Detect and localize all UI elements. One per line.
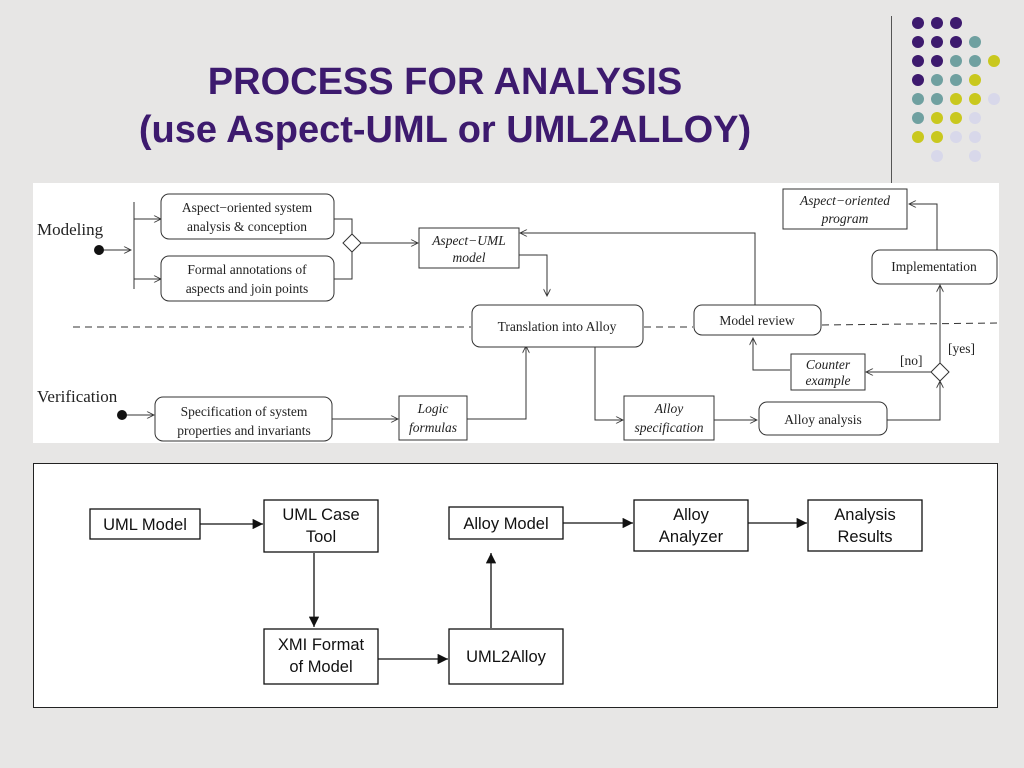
aspect-oriented-analysis-line-1: Aspect−oriented system: [182, 200, 313, 215]
dot-row-7: [912, 131, 981, 143]
alloy-analysis-box: [758, 401, 888, 436]
aspect-oriented-program-box: [782, 188, 908, 230]
flow-arrows: [200, 517, 807, 665]
counter-example-line-2: example: [806, 373, 851, 388]
model-review-box: [693, 304, 822, 336]
formal-annotations-box: [160, 255, 335, 302]
aspect-oriented-analysis-box: [160, 193, 335, 240]
alloy-analyzer-box: [633, 499, 749, 552]
counter-example-box: [790, 353, 866, 391]
dot-row-8: [931, 150, 981, 162]
specification-of-system-line-1: Specification of system: [181, 404, 308, 419]
aspect-uml-model-box: [418, 227, 520, 269]
analysis-results-line-1: Analysis: [834, 506, 895, 524]
implementation-box: [871, 249, 998, 285]
implementation-label: Implementation: [891, 259, 977, 274]
uml2alloy-box: [448, 628, 564, 685]
analysis-results-line-2: Results: [837, 528, 892, 546]
modeling-start-node: [94, 245, 104, 255]
logic-formulas-line-2: formulas: [409, 420, 457, 435]
dot-row-3: [912, 55, 1000, 67]
aspect-uml-process-diagram: Modeling Verification Aspect−oriented sy…: [33, 183, 999, 443]
alloy-model-box: [448, 506, 564, 540]
dot-row-1: [912, 17, 962, 29]
modeling-label: Modeling: [37, 220, 104, 239]
slide-title: PROCESS FOR ANALYSIS (use Aspect-UML or …: [60, 58, 830, 154]
yes-branch-label: [yes]: [948, 341, 975, 356]
alloy-analyzer-line-2: Analyzer: [659, 528, 724, 546]
verification-start-node: [117, 410, 127, 420]
dot-row-5: [912, 93, 1000, 105]
dot-row-6: [912, 112, 981, 124]
xmi-format-line-2: of Model: [289, 658, 352, 676]
xmi-format-box: [263, 628, 379, 685]
no-branch-label: [no]: [900, 353, 923, 368]
aspect-uml-model-line-1: Aspect−UML: [431, 233, 506, 248]
uml2alloy-flow-diagram: UML Model UML Case Tool XMI Format of Mo…: [33, 463, 998, 708]
verification-label: Verification: [37, 387, 118, 406]
alloy-specification-box: [623, 395, 715, 441]
logic-formulas-line-1: Logic: [417, 401, 449, 416]
connector-lines: [73, 202, 999, 420]
uml-model-label: UML Model: [103, 516, 187, 534]
slide-title-line-1: PROCESS FOR ANALYSIS: [207, 61, 683, 103]
alloy-analysis-label: Alloy analysis: [784, 412, 862, 427]
title-divider-line: [891, 16, 892, 184]
formal-annotations-line-2: aspects and join points: [186, 281, 309, 296]
counter-example-line-1: Counter: [806, 357, 851, 372]
logic-formulas-box: [398, 395, 468, 441]
alloy-model-label: Alloy Model: [463, 515, 548, 533]
specification-of-system-line-2: properties and invariants: [177, 423, 310, 438]
decision-diamond: [930, 362, 950, 382]
dot-row-4: [912, 74, 981, 86]
aspect-oriented-program-line-2: program: [821, 211, 869, 226]
uml-case-tool-line-1: UML Case: [282, 506, 359, 524]
uml-case-tool-line-2: Tool: [306, 528, 336, 546]
slide-title-line-2: (use Aspect-UML or UML2ALLOY): [138, 109, 752, 151]
xmi-format-line-1: XMI Format: [278, 636, 365, 654]
specification-of-system-box: [154, 396, 333, 442]
alloy-specification-line-2: specification: [635, 420, 704, 435]
uml2alloy-label: UML2Alloy: [466, 648, 547, 666]
uml-case-tool-box: [263, 499, 379, 553]
aspect-oriented-analysis-line-2: analysis & conception: [187, 219, 307, 234]
dot-row-2: [912, 36, 981, 48]
formal-annotations-line-1: Formal annotations of: [187, 262, 307, 277]
model-review-label: Model review: [719, 313, 795, 328]
translation-into-alloy-label: Translation into Alloy: [498, 319, 617, 334]
aspect-uml-model-line-2: model: [453, 250, 486, 265]
translation-into-alloy-box: [471, 304, 644, 348]
decorative-dot-grid: [912, 17, 1000, 162]
uml-model-box: [89, 508, 201, 540]
alloy-specification-line-1: Alloy: [654, 401, 684, 416]
alloy-analyzer-line-1: Alloy: [673, 506, 710, 524]
aspect-oriented-program-line-1: Aspect−oriented: [799, 193, 890, 208]
analysis-results-box: [807, 499, 923, 552]
join-diamond: [342, 233, 362, 253]
